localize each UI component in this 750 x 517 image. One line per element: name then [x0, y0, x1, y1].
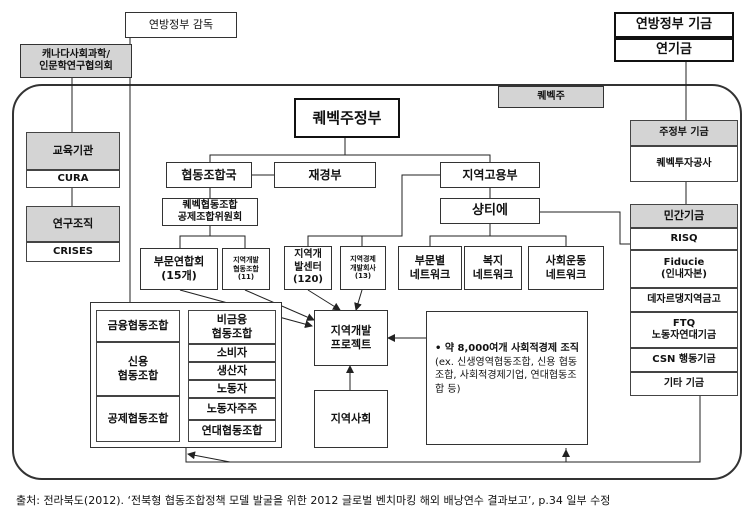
quebec-frame — [12, 84, 742, 480]
private-fund-item: CSN 행동기금 — [630, 348, 738, 372]
private-fund-item: 데자르댕지역금고 — [630, 288, 738, 312]
credit-coop-cell: 신용 협동조합 — [96, 342, 180, 396]
arrow-econcorp-project — [354, 289, 363, 311]
network-info-detail: (ex. 신생영역협동조합, 신용 협동조합, 사회적경제기업, 연대협동조합 … — [435, 356, 578, 395]
education-item: CURA — [26, 170, 120, 188]
federal-agency-sub: 연기금 — [614, 38, 734, 62]
worker-cell: 노동자 — [188, 380, 276, 398]
regional-employment-box: 지역고용부 — [440, 162, 540, 188]
private-fund-item: 기타 기금 — [630, 372, 738, 396]
regional-dev-coops-box: 지역개발 협동조합 (11) — [222, 248, 270, 290]
private-fund-item: Fiducie (인내자본) — [630, 250, 738, 288]
consumer-cell: 소비자 — [188, 344, 276, 362]
federation-coop-cell: 연대협동조합 — [188, 420, 276, 442]
line-chantier-networks — [429, 224, 567, 246]
provincial-fund-item: 퀘벡투자공사 — [630, 146, 738, 182]
education-header: 교육기관 — [26, 132, 120, 170]
sector-network-box: 부문별 네트워크 — [398, 246, 462, 290]
producer-cell: 생산자 — [188, 362, 276, 380]
social-movement-network-box: 사회운동 네트워크 — [528, 246, 604, 290]
research-item: CRISES — [26, 242, 120, 262]
line-committee-branches — [179, 226, 246, 248]
private-fund-item: RISQ — [630, 228, 738, 250]
regional-dev-centers-box: 지역개 발센터 (120) — [284, 246, 332, 290]
research-header: 연구조직 — [26, 206, 120, 242]
coop-bureau-box: 협동조합국 — [166, 162, 252, 188]
canada-council-box: 캐나다사회과학/ 인문학연구협의회 — [20, 44, 132, 78]
non-financial-coop-cell: 비금융 협동조합 — [188, 310, 276, 344]
chantier-box: 샹티에 — [440, 198, 540, 224]
arrow-centers-project — [307, 289, 341, 311]
line-employment-centers — [307, 174, 440, 246]
line-gov-branches — [209, 138, 491, 162]
source-caption: 출처: 전라북도(2012). ‘전북형 협동조합정책 모델 발굴을 위한 20… — [16, 494, 611, 507]
worker-owner-cell: 노동자주주 — [188, 398, 276, 420]
arrow-loop-left — [187, 451, 231, 463]
quebec-government-box: 퀘벡주정부 — [294, 98, 400, 138]
private-fund-header: 민간기금 — [630, 204, 738, 228]
mutual-coop-cell: 공제협동조합 — [96, 396, 180, 442]
line-chantier-private — [540, 211, 630, 245]
regional-econ-dev-corp-box: 지역경제 개발회사 (13) — [340, 246, 386, 290]
private-fund-item: FTQ 노동자연대기금 — [630, 312, 738, 348]
network-info-box: • 약 8,000여개 사회적경제 조직 (ex. 신생영역협동조합, 신용 협… — [426, 311, 588, 445]
welfare-network-box: 복지 네트워크 — [464, 246, 522, 290]
financial-coop-cell: 금융협동조합 — [96, 310, 180, 342]
federal-agency-title: 연방정부 기금 — [614, 12, 734, 38]
finance-ministry-box: 재경부 — [274, 162, 376, 188]
federal-supervision-box: 연방정부 감독 — [125, 12, 237, 38]
community-box: 지역사회 — [314, 390, 388, 448]
network-info-lead: • 약 8,000여개 사회적경제 조직 — [435, 343, 579, 354]
provincial-fund-header: 주정부 기금 — [630, 120, 738, 146]
quebec-label: 퀘벡주 — [498, 86, 604, 108]
regional-dev-project-box: 지역개발 프로젝트 — [314, 310, 388, 366]
coop-committee-box: 퀘벡협동조합 공제조합위원회 — [162, 198, 258, 226]
sector-federations-box: 부문연합회 (15개) — [140, 248, 218, 290]
